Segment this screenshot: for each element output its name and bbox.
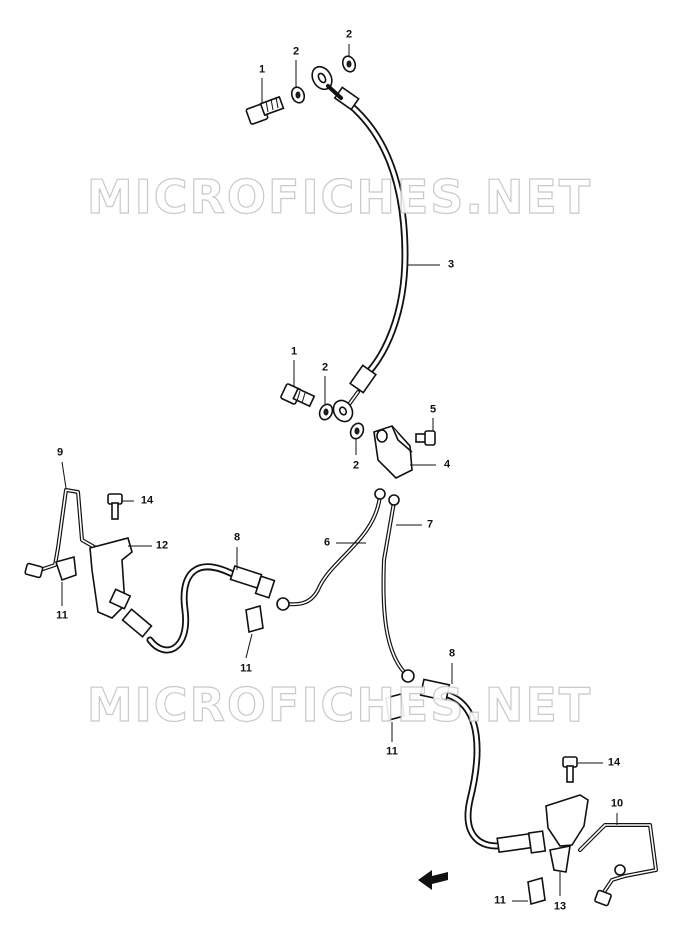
callout-14-left: 14	[140, 494, 154, 507]
callout-2-top-a: 2	[292, 45, 300, 58]
callout-4: 4	[443, 458, 451, 471]
callout-2-lower-a: 2	[321, 361, 329, 374]
callout-12: 12	[155, 539, 169, 552]
callout-11-right: 11	[386, 745, 398, 758]
callout-7: 7	[426, 518, 434, 531]
callout-11-left: 11	[56, 609, 68, 622]
callout-6: 6	[323, 536, 331, 549]
callout-2-top-b: 2	[345, 28, 353, 41]
bracket-bolt-left	[107, 493, 123, 520]
callout-8-left: 8	[233, 531, 241, 544]
brake-pipes	[276, 488, 415, 683]
brake-hose-main	[333, 86, 409, 412]
callout-9: 9	[56, 446, 64, 459]
caliper-pipe-left	[24, 488, 98, 579]
callout-3: 3	[447, 258, 455, 271]
callout-11-middle: 11	[240, 662, 252, 675]
flex-hose-right	[419, 678, 547, 854]
brake-junction-block	[373, 425, 413, 479]
junction-bolt	[415, 430, 436, 446]
banjo-fitting-lower	[332, 399, 354, 423]
hose-bracket-right	[545, 794, 589, 873]
bracket-bolt-right	[562, 756, 578, 783]
callout-11-bottom: 11	[494, 894, 506, 907]
union-bolt-lower	[280, 383, 316, 408]
hose-bracket-left	[89, 537, 133, 619]
caliper-pipe-right	[578, 823, 658, 907]
hose-clips	[54, 555, 546, 906]
flex-hose-left	[121, 563, 276, 654]
callout-10: 10	[610, 797, 624, 810]
callout-8-right: 8	[448, 647, 456, 660]
front-direction-arrow-icon	[418, 870, 448, 890]
callout-2-lower-b: 2	[352, 459, 360, 472]
callout-13: 13	[553, 900, 567, 913]
callout-14-right: 14	[607, 756, 621, 769]
leader-lines	[61, 44, 618, 902]
callout-1-top: 1	[258, 63, 266, 76]
banjo-fitting-top	[311, 65, 343, 100]
gasket-washers	[290, 55, 365, 440]
callout-5: 5	[429, 403, 437, 416]
union-bolt-top	[245, 95, 285, 125]
callout-1-lower: 1	[290, 345, 298, 358]
